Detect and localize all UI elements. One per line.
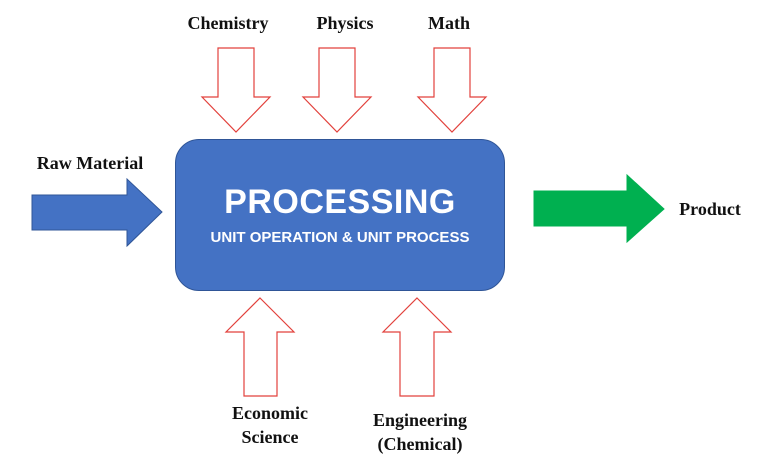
label-product: Product — [679, 199, 741, 219]
processing-box: PROCESSING UNIT OPERATION & UNIT PROCESS — [175, 139, 505, 291]
processing-subtitle: UNIT OPERATION & UNIT PROCESS — [210, 229, 470, 246]
label-economic: Economic — [232, 403, 308, 423]
arrow-product — [533, 173, 665, 244]
label-physics: Physics — [316, 13, 374, 33]
label-math: Math — [428, 13, 470, 33]
label-engineering: Engineering — [372, 410, 467, 430]
arrow-raw-material — [31, 177, 163, 248]
label-chemical: (Chemical) — [377, 434, 463, 454]
arrow-engineering — [381, 297, 453, 397]
label-science: Science — [241, 427, 299, 447]
processing-title: PROCESSING — [224, 183, 456, 221]
label-chemistry: Chemistry — [187, 13, 269, 33]
arrow-economic-science — [224, 297, 296, 397]
arrow-physics — [301, 47, 373, 133]
arrow-chemistry — [200, 47, 272, 133]
arrow-math — [416, 47, 488, 133]
label-raw-material: Raw Material — [36, 153, 144, 173]
